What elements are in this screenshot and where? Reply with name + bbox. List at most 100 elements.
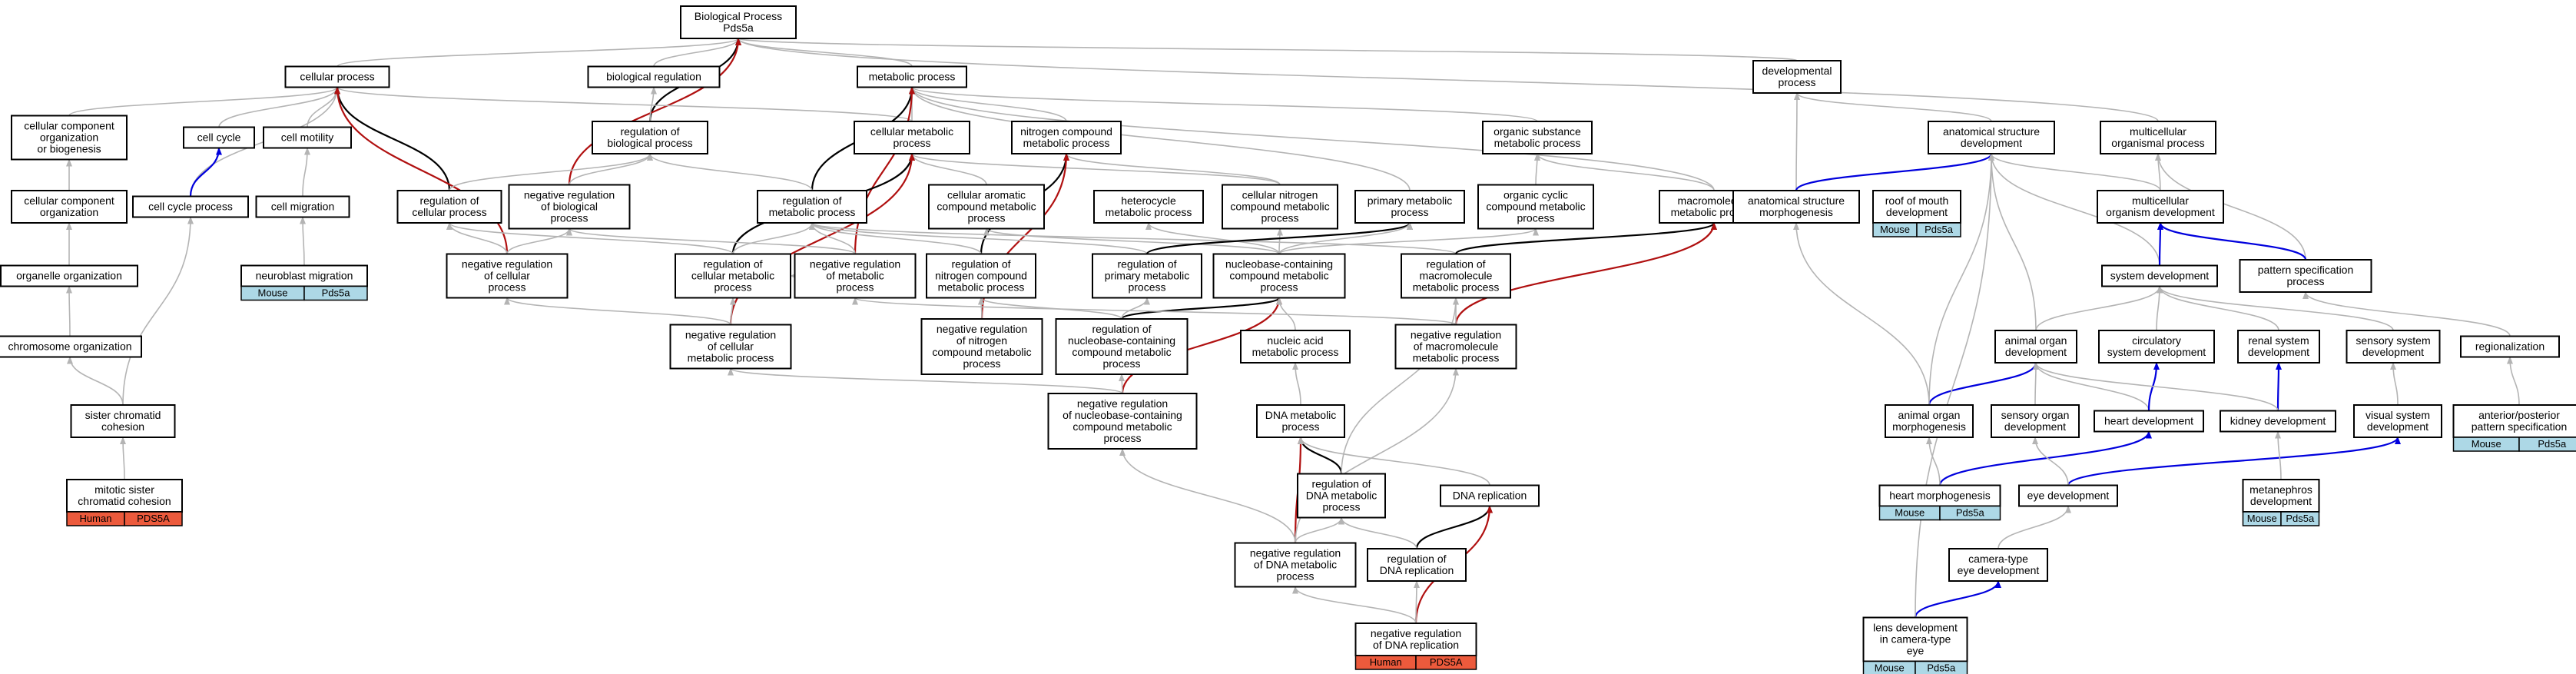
term-node-cm[interactable]: cell motility	[263, 126, 352, 149]
edge-psp-is_a-mop	[2155, 153, 2306, 261]
edge-aom-is_a-asd	[1928, 153, 1994, 406]
edge-rnbcmp-part_of-nbcmp	[1120, 297, 1282, 320]
term-node-kd[interactable]: kidney development	[2220, 410, 2336, 433]
term-node-reg[interactable]: regionalization	[2460, 335, 2560, 358]
term-label-line: metabolic process	[938, 281, 1025, 294]
term-node-cmig[interactable]: cell migration	[255, 195, 350, 218]
term-node-sd[interactable]: system development	[2101, 264, 2218, 287]
term-node-mp[interactable]: metabolic process	[857, 65, 967, 88]
edge-mscc-is_a-scc	[120, 437, 127, 480]
term-label-line: compound metabolic	[1072, 346, 1171, 358]
term-label-line: metabolic process	[1413, 281, 1500, 294]
term-box	[854, 121, 970, 154]
term-label-line: cell motility	[281, 131, 333, 144]
term-box	[2220, 410, 2336, 433]
term-node-cc[interactable]: cell cycle	[183, 126, 255, 149]
term-node-ccp[interactable]: cell cycle process	[132, 195, 249, 218]
term-label-line: process	[2286, 275, 2324, 287]
term-label-line: animal organ	[2005, 334, 2067, 347]
term-box	[66, 479, 183, 513]
term-node-co[interactable]: chromosome organization	[0, 335, 142, 358]
term-label-line: multicellular	[2130, 125, 2186, 138]
term-node-hd[interactable]: heart development	[2094, 410, 2204, 433]
term-label-line: metabolic process	[1252, 346, 1339, 358]
term-label-line: negative regulation	[810, 258, 900, 271]
term-label-line: nucleobase-containing	[1068, 334, 1175, 347]
term-node-rnbcmp[interactable]: regulation ofnucleobase-containingcompou…	[1055, 318, 1189, 375]
term-box	[1928, 121, 2055, 154]
term-label-line: metabolic process	[769, 206, 856, 218]
term-node-oo[interactable]: organelle organization	[0, 264, 138, 287]
term-label-line: developmental	[1762, 65, 1832, 77]
edge-rnbcmp-is_a-rpmp	[1121, 297, 1150, 320]
term-node-dnar[interactable]: DNA replication	[1440, 484, 1540, 507]
edge-nrdnar-is_a-nrdnamp	[1292, 586, 1417, 624]
term-node-ed[interactable]: eye development	[2018, 484, 2118, 507]
term-node-breg[interactable]: biological regulation	[587, 65, 721, 88]
term-box	[592, 121, 708, 154]
term-label-line: pattern specification	[2472, 420, 2568, 433]
edge-dnar-is_a-dnamp	[1298, 437, 1490, 486]
term-label-line: process	[1322, 501, 1360, 513]
term-label-line: renal system	[2248, 334, 2309, 347]
term-box	[1440, 484, 1540, 507]
term-node-cp[interactable]: cellular process	[284, 65, 390, 88]
term-label-line: regulation of	[782, 194, 841, 207]
edge-scc-is_a-co	[67, 356, 124, 406]
